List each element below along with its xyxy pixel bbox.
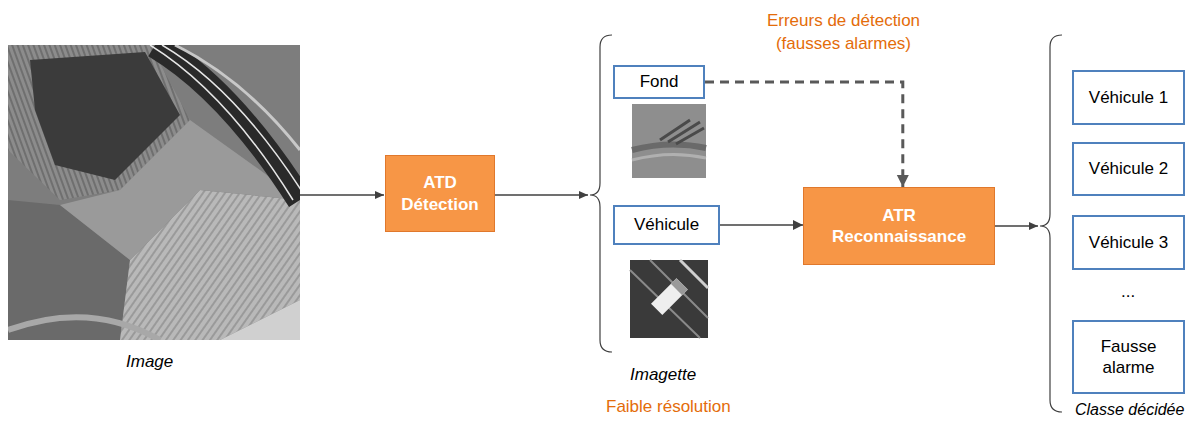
node-label: Véhicule 3 bbox=[1089, 232, 1168, 253]
class-box: Véhicule 3 bbox=[1072, 215, 1185, 270]
caption-label: Image bbox=[126, 352, 173, 372]
output-box: Véhicule bbox=[613, 205, 720, 245]
node-label: Véhicule 2 bbox=[1089, 158, 1168, 179]
group-bracket bbox=[590, 35, 612, 352]
flow-arrow bbox=[495, 194, 588, 196]
group-bracket bbox=[1040, 35, 1062, 412]
caption-label: Imagette bbox=[630, 365, 696, 385]
background-thumbnail bbox=[632, 104, 706, 178]
class-box: Véhicule 1 bbox=[1072, 70, 1185, 125]
output-box: Fond bbox=[613, 65, 705, 99]
flow-arrow bbox=[300, 194, 384, 196]
vehicle-thumbnail bbox=[630, 260, 708, 338]
caption-label: Classe décidée bbox=[1075, 401, 1184, 419]
process-box: ATDDétection bbox=[385, 155, 495, 232]
node-label: Véhicule bbox=[634, 214, 699, 235]
node-sublabel: Détection bbox=[401, 194, 478, 215]
process-box: ATRReconnaissance bbox=[803, 187, 995, 265]
edge-label: Erreurs de détection (fausses alarmes) bbox=[741, 10, 946, 56]
node-label: ATR bbox=[882, 205, 916, 226]
node-label: Véhicule 1 bbox=[1089, 87, 1168, 108]
node-label: Fausse alarme bbox=[1089, 336, 1169, 379]
aerial-image bbox=[8, 45, 300, 340]
node-sublabel: Reconnaissance bbox=[832, 226, 966, 247]
class-box: Véhicule 2 bbox=[1072, 142, 1185, 196]
note-label: ... bbox=[1121, 282, 1135, 302]
class-box: Fausse alarme bbox=[1072, 320, 1185, 394]
note-label: Faible résolution bbox=[606, 397, 731, 417]
node-label: ATD bbox=[423, 172, 457, 193]
flow-arrow bbox=[995, 225, 1038, 227]
flow-arrow bbox=[720, 224, 803, 226]
node-label: Fond bbox=[640, 71, 679, 92]
dashed-arrow bbox=[705, 82, 903, 187]
